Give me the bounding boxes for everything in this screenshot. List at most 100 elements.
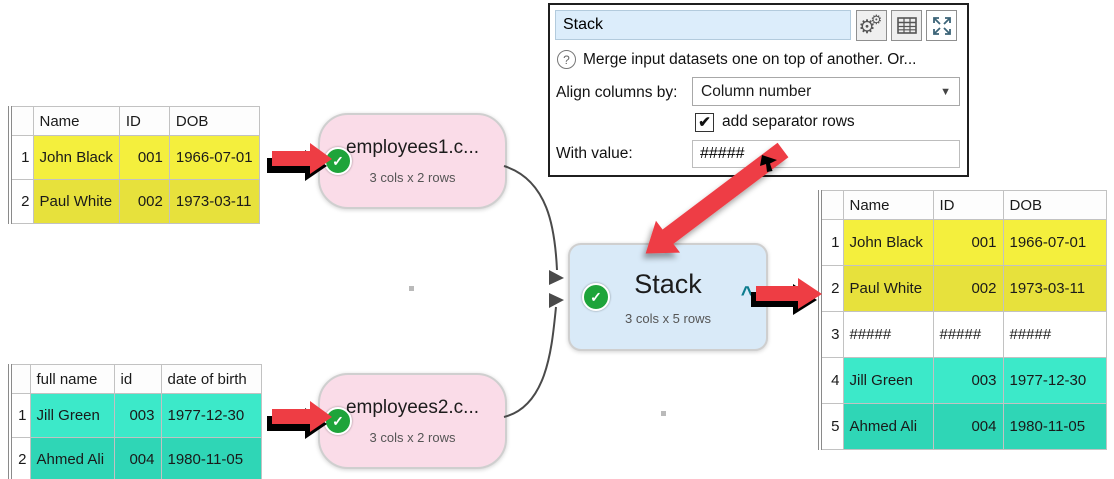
column-header[interactable]: date of birth (160, 364, 262, 394)
cell[interactable]: 1980-11-05 (1002, 403, 1107, 450)
status-ok-icon: ✓ (582, 283, 610, 311)
cell[interactable]: Jill Green (842, 357, 934, 404)
separator-row[interactable]: 3 ##### ##### ##### (819, 311, 1107, 358)
table-row[interactable]: 5 Ahmed Ali 004 1980-11-05 (819, 403, 1107, 450)
cell[interactable]: 001 (932, 219, 1004, 266)
row-number[interactable]: 3 (819, 311, 844, 358)
grid-dot (409, 286, 414, 291)
transform-name-input[interactable] (555, 10, 851, 40)
node-title: employees2.c... (345, 397, 480, 418)
corner-cell (9, 106, 34, 136)
node-size: 3 cols x 2 rows (369, 430, 456, 445)
expand-icon (932, 16, 951, 35)
table-row[interactable]: 1 Jill Green 003 1977-12-30 (9, 393, 262, 438)
connector-arrowhead-icon (549, 293, 564, 308)
column-header[interactable]: ID (932, 190, 1004, 220)
cell[interactable]: ##### (1002, 311, 1107, 358)
column-header[interactable]: Name (32, 106, 120, 136)
cell[interactable]: 001 (118, 135, 170, 180)
cell[interactable]: 003 (932, 357, 1004, 404)
cell[interactable]: Paul White (32, 179, 120, 224)
connector-arrowhead-icon (549, 270, 564, 285)
table-row[interactable]: 1 John Black 001 1966-07-01 (819, 219, 1107, 266)
cell[interactable]: Paul White (842, 265, 934, 312)
table-row[interactable]: 2 Paul White 002 1973-03-11 (9, 179, 260, 224)
collapse-caret-icon[interactable]: ^ (740, 283, 753, 307)
cell[interactable]: John Black (842, 219, 934, 266)
cell[interactable]: 002 (932, 265, 1004, 312)
cell[interactable]: 1977-12-30 (1002, 357, 1107, 404)
column-header[interactable]: Name (842, 190, 934, 220)
gear-icon: ⚙ (870, 11, 883, 27)
corner-cell (819, 190, 844, 220)
row-number[interactable]: 2 (819, 265, 844, 312)
connector-employees1-stack[interactable] (503, 165, 564, 285)
cell[interactable]: 002 (118, 179, 170, 224)
row-number[interactable]: 2 (9, 437, 31, 479)
status-ok-icon: ✓ (324, 407, 352, 435)
row-number[interactable]: 1 (9, 393, 31, 438)
cell[interactable]: 1973-03-11 (1002, 265, 1107, 312)
expand-button[interactable] (926, 10, 957, 41)
help-icon[interactable]: ? (557, 50, 576, 69)
cell[interactable]: 1980-11-05 (160, 437, 262, 479)
table-row[interactable]: 4 Jill Green 003 1977-12-30 (819, 357, 1107, 404)
node-employees1[interactable]: ✓ employees1.c... 3 cols x 2 rows (318, 113, 507, 209)
table-view-button[interactable] (891, 10, 922, 41)
column-header[interactable]: DOB (1002, 190, 1107, 220)
cell[interactable]: 1977-12-30 (160, 393, 262, 438)
node-size: 3 cols x 5 rows (625, 310, 711, 326)
cell[interactable]: 1973-03-11 (168, 179, 260, 224)
column-header[interactable]: id (113, 364, 162, 394)
checkmark-icon: ✔ (698, 114, 711, 131)
output-table-stacked: Name ID DOB 1 John Black 001 1966-07-01 … (818, 190, 1107, 450)
row-number[interactable]: 2 (9, 179, 34, 224)
node-size: 3 cols x 2 rows (369, 170, 456, 185)
help-text: Merge input datasets one on top of anoth… (583, 50, 917, 68)
settings-button[interactable]: ⚙ ⚙ (856, 10, 887, 41)
cell[interactable]: 1966-07-01 (1002, 219, 1107, 266)
column-header[interactable]: ID (118, 106, 170, 136)
node-employees2[interactable]: ✓ employees2.c... 3 cols x 2 rows (318, 373, 507, 469)
header-row: Name ID DOB (819, 190, 1107, 220)
cell[interactable]: 004 (113, 437, 162, 479)
grid-dot (661, 411, 666, 416)
align-columns-value: Column number (701, 82, 812, 100)
row-number[interactable]: 1 (819, 219, 844, 266)
input-table-employees1: Name ID DOB 1 John Black 001 1966-07-01 … (8, 106, 260, 224)
cell[interactable]: ##### (842, 311, 934, 358)
column-header[interactable]: full name (29, 364, 115, 394)
cell[interactable]: Jill Green (29, 393, 115, 438)
cell[interactable]: ##### (932, 311, 1004, 358)
row-number[interactable]: 5 (819, 403, 844, 450)
cell[interactable]: Ahmed Ali (29, 437, 115, 479)
chevron-down-icon: ▼ (940, 85, 951, 98)
gears-icon: ⚙ ⚙ (859, 11, 884, 38)
table-row[interactable]: 2 Paul White 002 1973-03-11 (819, 265, 1107, 312)
with-value-label: With value: (556, 145, 633, 162)
corner-cell (9, 364, 31, 394)
node-title: Stack (634, 268, 702, 299)
table-row[interactable]: 1 John Black 001 1966-07-01 (9, 135, 260, 180)
table-icon (896, 17, 917, 34)
cell[interactable]: 1966-07-01 (168, 135, 260, 180)
cell[interactable]: Ahmed Ali (842, 403, 934, 450)
cell[interactable]: 004 (932, 403, 1004, 450)
column-header[interactable]: DOB (168, 106, 260, 136)
node-title: employees1.c... (345, 137, 480, 158)
node-stack[interactable]: ✓ Stack 3 cols x 5 rows ^ (568, 243, 768, 351)
row-number[interactable]: 4 (819, 357, 844, 404)
cell[interactable]: John Black (32, 135, 120, 180)
add-separator-checkbox[interactable]: ✔ (695, 113, 714, 132)
input-table-employees2: full name id date of birth 1 Jill Green … (8, 364, 262, 479)
row-number[interactable]: 1 (9, 135, 34, 180)
connector-employees2-stack[interactable] (503, 293, 564, 418)
cell[interactable]: 003 (113, 393, 162, 438)
align-columns-label: Align columns by: (556, 84, 678, 101)
header-row: full name id date of birth (9, 364, 262, 394)
with-value-input[interactable] (692, 140, 960, 168)
align-columns-select[interactable]: Column number ▼ (692, 77, 960, 106)
table-row[interactable]: 2 Ahmed Ali 004 1980-11-05 (9, 437, 262, 479)
add-separator-label: add separator rows (722, 113, 855, 130)
